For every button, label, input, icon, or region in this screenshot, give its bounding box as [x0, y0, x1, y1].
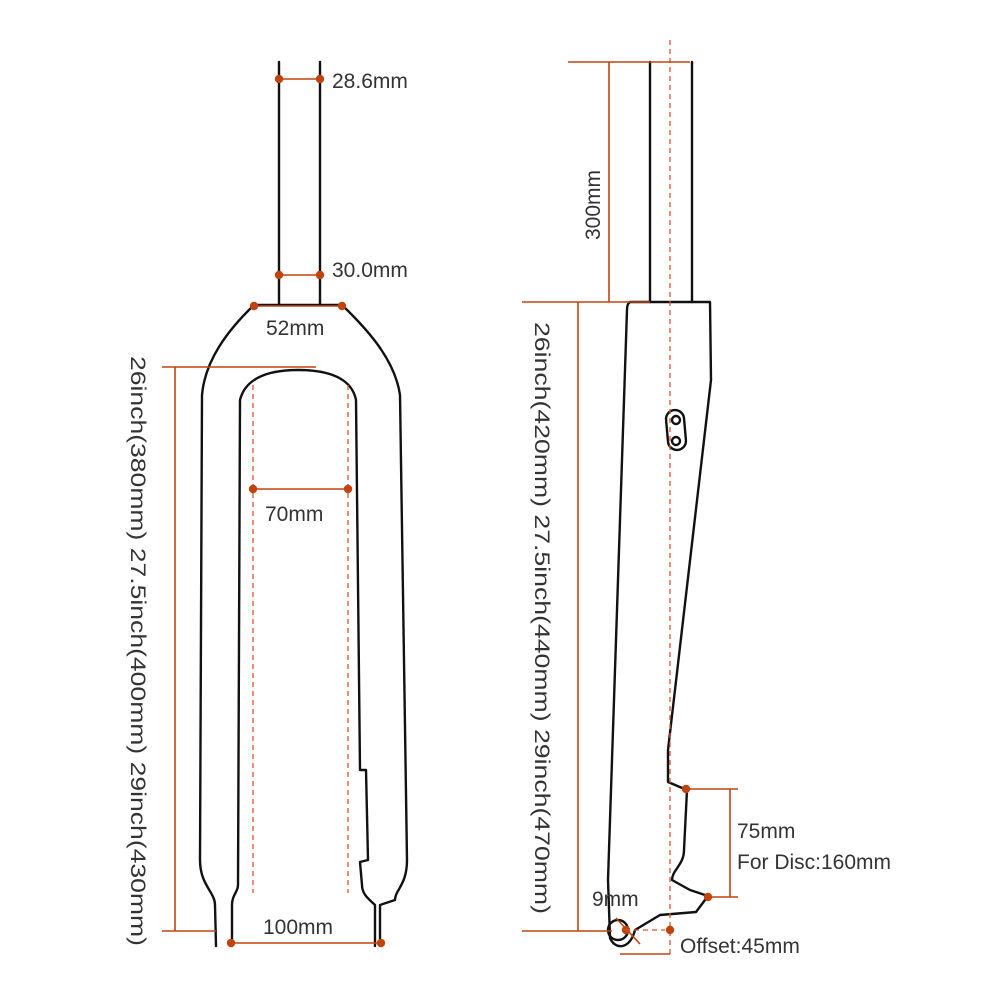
steerer-bottom-diameter-dimension: 30.0mm [274, 259, 408, 282]
side-steerer-tube [648, 60, 694, 304]
disc-rotor-label: For Disc:160mm [737, 851, 891, 874]
crown-width-dimension: 52mm [249, 301, 347, 340]
disc-mount-dimension: 75mm For Disc:160mm [681, 784, 891, 902]
side-height-label: 26inch(420mm) 27.5inch(440mm) 29inch(470… [530, 322, 553, 914]
side-view: 300mm 26inch(420mm) 27.5inch(440mm) 29in… [522, 40, 891, 958]
front-view: 28.6mm 30.0mm 52mm 26inch(380mm) 27.5inc… [126, 60, 409, 948]
disc-mount-label: 75mm [737, 820, 795, 843]
steerer-top-diameter-label: 28.6mm [332, 70, 408, 93]
front-height-dimension: 26inch(380mm) 27.5inch(400mm) 29inch(430… [126, 356, 316, 946]
dropout-width-label: 100mm [263, 916, 333, 939]
front-height-label: 26inch(380mm) 27.5inch(400mm) 29inch(430… [126, 356, 149, 946]
dropout-dimension: 9mm [592, 888, 641, 945]
inner-width-label: 70mm [265, 503, 323, 526]
front-steerer-tube [277, 60, 322, 307]
steerer-bottom-diameter-label: 30.0mm [332, 259, 408, 282]
side-height-dimension: 26inch(420mm) 27.5inch(440mm) 29inch(470… [522, 302, 612, 932]
mount-boss-icon [664, 408, 688, 452]
offset-label: Offset:45mm [680, 935, 800, 958]
steerer-top-diameter-dimension: 28.6mm [274, 70, 408, 93]
front-fork-body [198, 303, 409, 948]
inner-width-dimension: 70mm [248, 484, 353, 526]
offset-dimension: Offset:45mm [620, 925, 800, 958]
crown-width-label: 52mm [266, 317, 324, 340]
steerer-length-dimension: 300mm [522, 61, 690, 303]
side-fork-leg [606, 300, 713, 948]
dropout-size-label: 9mm [592, 888, 639, 911]
steerer-length-label: 300mm [582, 170, 605, 240]
dropout-width-dimension: 100mm [226, 916, 386, 948]
